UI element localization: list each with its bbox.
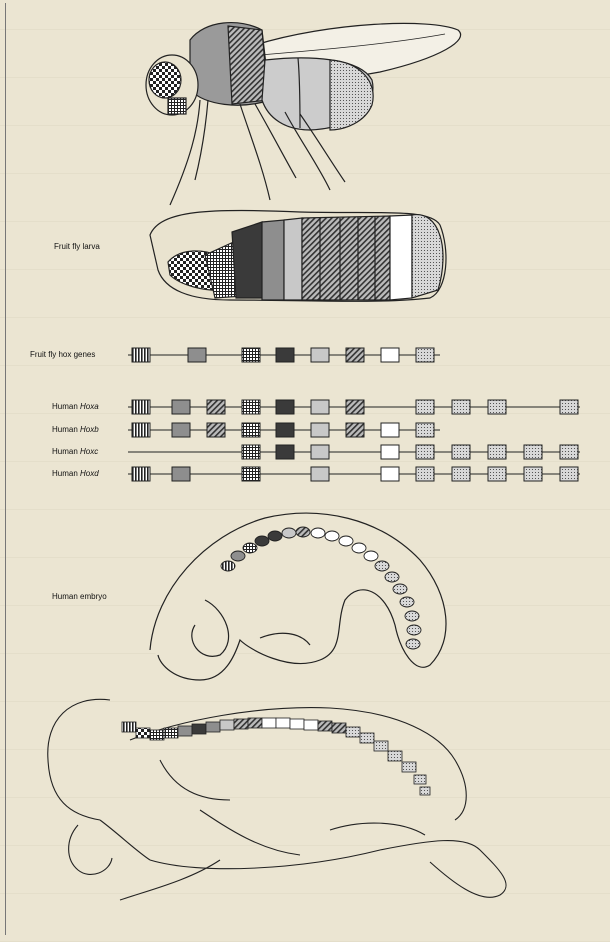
gene-box-hatch <box>207 400 225 414</box>
gene-box-black <box>276 445 294 459</box>
label-human-hoxa: Human Hoxa <box>52 402 99 411</box>
gene-box-grid <box>242 400 260 414</box>
human-embryo <box>150 513 446 680</box>
gene-box-lightgray <box>311 400 329 414</box>
gene-box-grid <box>242 445 260 459</box>
gene-box-grid <box>242 423 260 437</box>
gene-cluster-hoxa <box>128 400 580 414</box>
gene-box-dots <box>452 467 470 481</box>
gene-box-lightgray <box>311 348 329 362</box>
gene-box-dots <box>488 445 506 459</box>
gene-cluster-fruit-fly <box>128 348 440 362</box>
gene-box-dots <box>452 445 470 459</box>
gene-name-hoxd: Hoxd <box>80 469 99 478</box>
label-prefix: Human <box>52 447 80 456</box>
label-fruit-fly-hox-genes: Fruit fly hox genes <box>30 350 95 359</box>
gene-name-hoxc: Hoxc <box>80 447 98 456</box>
gene-box-hatch <box>346 348 364 362</box>
gene-name-hoxa: Hoxa <box>80 402 99 411</box>
gene-box-stripes <box>132 423 150 437</box>
gene-box-dots <box>488 400 506 414</box>
human-adult-figure <box>48 699 506 900</box>
gene-box-hatch <box>346 423 364 437</box>
gene-box-white <box>381 423 399 437</box>
gene-box-dots <box>416 400 434 414</box>
gene-box-grid <box>242 467 260 481</box>
gene-box-lightgray <box>311 445 329 459</box>
gene-cluster-hoxd <box>128 467 580 481</box>
gene-box-dots <box>488 467 506 481</box>
fruit-fly-larva <box>150 210 446 301</box>
gene-box-hatch <box>346 400 364 414</box>
human-spine <box>122 718 430 795</box>
gene-box-white <box>381 348 399 362</box>
label-prefix: Human <box>52 469 80 478</box>
gene-box-darkgray <box>172 400 190 414</box>
gene-box-darkgray <box>172 467 190 481</box>
label-prefix: Human <box>52 402 80 411</box>
gene-box-grid <box>242 348 260 362</box>
gene-name-hoxb: Hoxb <box>80 425 99 434</box>
gene-box-white <box>381 445 399 459</box>
gene-box-darkgray <box>188 348 206 362</box>
gene-cluster-hoxc <box>128 445 580 459</box>
gene-cluster-hoxb <box>128 423 440 437</box>
gene-box-lightgray <box>311 423 329 437</box>
gene-box-white <box>381 467 399 481</box>
gene-box-hatch <box>207 423 225 437</box>
gene-box-dots <box>416 467 434 481</box>
gene-box-black <box>276 423 294 437</box>
gene-box-dots <box>560 400 578 414</box>
gene-box-stripes <box>132 348 150 362</box>
gene-box-dots <box>452 400 470 414</box>
gene-box-dots <box>524 467 542 481</box>
gene-box-dots <box>416 423 434 437</box>
gene-box-dots <box>560 445 578 459</box>
gene-box-dots <box>524 445 542 459</box>
gene-box-black <box>276 400 294 414</box>
gene-box-stripes <box>132 467 150 481</box>
label-human-hoxb: Human Hoxb <box>52 425 99 434</box>
gene-box-dots <box>416 348 434 362</box>
gene-box-black <box>276 348 294 362</box>
gene-box-dots <box>560 467 578 481</box>
label-human-hoxd: Human Hoxd <box>52 469 99 478</box>
gene-box-dots <box>416 445 434 459</box>
label-prefix: Human <box>52 425 80 434</box>
gene-box-lightgray <box>311 467 329 481</box>
label-human-embryo: Human embryo <box>52 592 107 601</box>
adult-fruit-fly <box>146 23 461 205</box>
gene-box-darkgray <box>172 423 190 437</box>
label-human-hoxc: Human Hoxc <box>52 447 98 456</box>
gene-box-stripes <box>132 400 150 414</box>
label-fruit-fly-larva: Fruit fly larva <box>54 242 100 251</box>
